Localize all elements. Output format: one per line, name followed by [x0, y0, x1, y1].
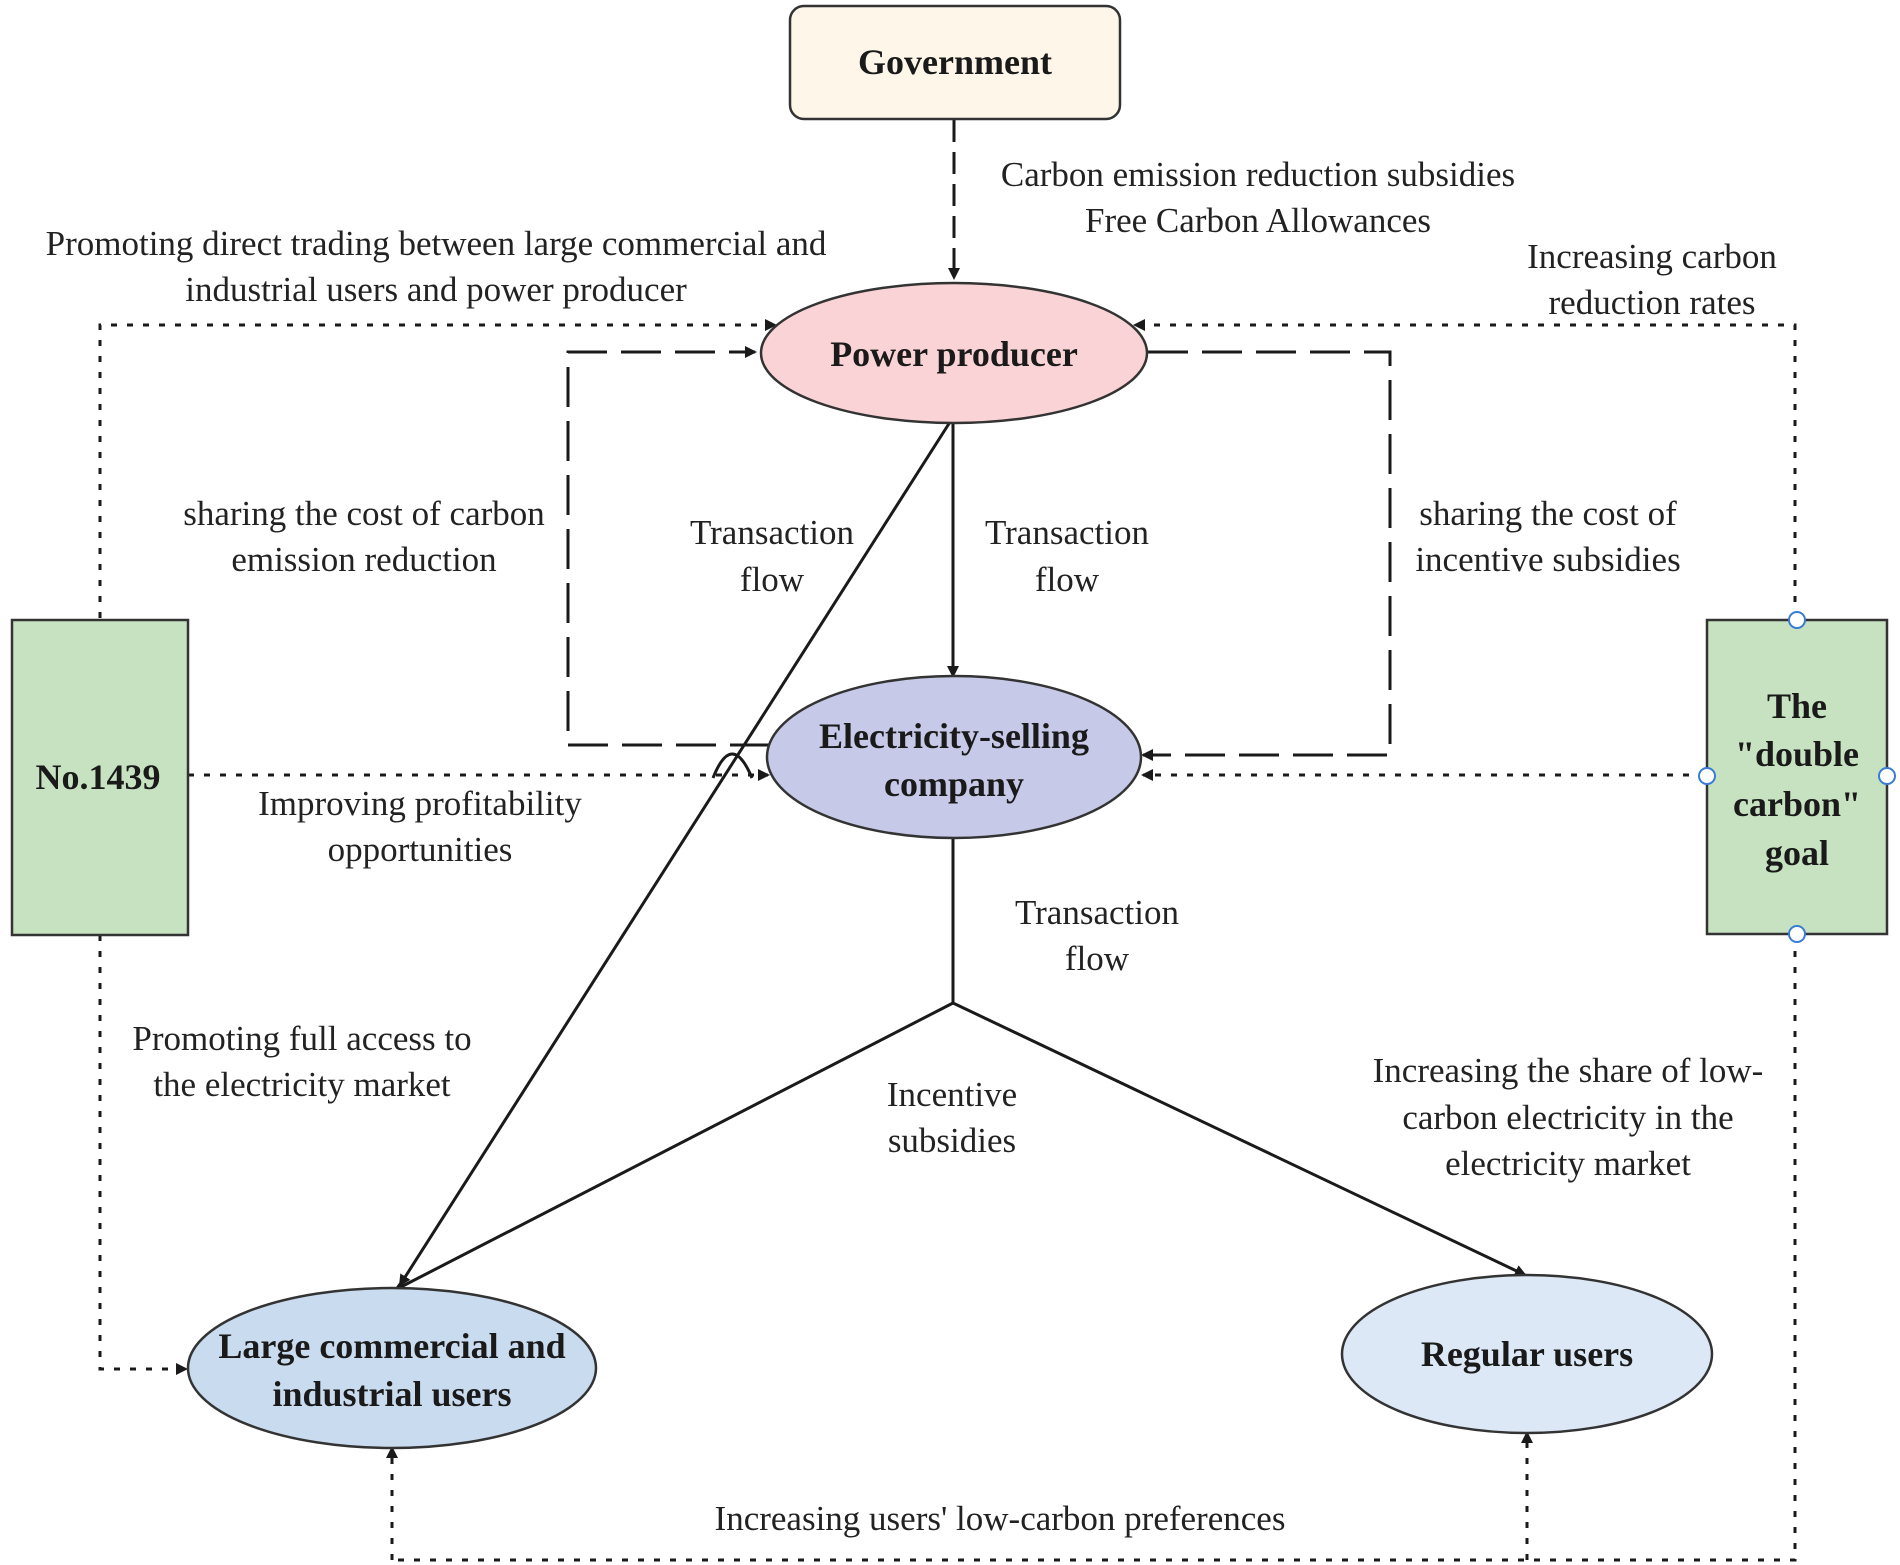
svg-text:Electricity-selling: Electricity-selling: [819, 716, 1089, 756]
profitability-line2: opportunities: [328, 830, 513, 869]
share-cost-reduction-line1: sharing the cost of carbon: [183, 494, 545, 533]
power-producer-node: Power producer: [759, 281, 1149, 425]
direct-trading-label: Promoting direct trading between large c…: [46, 224, 827, 309]
goal-handle-left: [1698, 767, 1716, 785]
no1439-box: [10, 618, 190, 937]
power-producer-ellipse: [759, 281, 1149, 425]
producer-to-large-users-arrow: [398, 421, 952, 1287]
transaction-left-line2: flow: [740, 560, 805, 599]
large-users-label-line2: industrial users: [272, 1374, 511, 1414]
incentive-label: Incentive subsidies: [887, 1075, 1017, 1160]
goal-handle-bottom: [1788, 925, 1806, 943]
direct-trading-line1: Promoting direct trading between large c…: [46, 224, 827, 263]
full-access-line2: the electricity market: [153, 1065, 451, 1104]
government-label: Government: [858, 42, 1052, 82]
transaction-center-label: Transaction flow: [985, 513, 1149, 599]
share-cost-reduction-line2: emission reduction: [231, 540, 496, 579]
double-carbon-goal-node: The "double carbon" goal: [1698, 611, 1896, 943]
cost-sharing-left-loop: [566, 346, 770, 747]
carbon-rates-line1: Increasing carbon: [1527, 237, 1777, 276]
incentive-line2: subsidies: [888, 1121, 1016, 1160]
user-preferences-label: Increasing users' low-carbon preferences: [715, 1499, 1286, 1538]
svg-text:industrial users: industrial users: [272, 1374, 511, 1414]
svg-text:Large commercial and: Large commercial and: [218, 1326, 565, 1366]
goal-bottom-line: [392, 935, 1797, 1562]
regular-users-ellipse: [1340, 1273, 1714, 1435]
no1439-to-large-users-arrow: [98, 935, 188, 1375]
share-cost-subsidies-line1: sharing the cost of: [1419, 494, 1677, 533]
full-access-label: Promoting full access to the electricity…: [132, 1019, 471, 1104]
gov-policy-line1: Carbon emission reduction subsidies: [1001, 155, 1515, 194]
share-cost-reduction-label: sharing the cost of carbon emission redu…: [183, 494, 545, 579]
transaction-center-line2: flow: [1035, 560, 1100, 599]
goal-label-line1: The: [1767, 686, 1827, 726]
line-crossing-hop: [711, 752, 754, 779]
goal-label-line3: carbon": [1733, 784, 1861, 824]
gov-policy-line2: Free Carbon Allowances: [1085, 201, 1431, 240]
large-users-ellipse: [186, 1286, 598, 1450]
branch-to-large-users-arrow: [393, 1001, 954, 1292]
government-node: Government: [788, 4, 1122, 121]
low-carbon-share-line2: carbon electricity in the: [1402, 1098, 1733, 1137]
carbon-rates-label: Increasing carbon reduction rates: [1527, 237, 1777, 322]
svg-text:company: company: [884, 764, 1024, 804]
double-carbon-goal-box: [1705, 618, 1889, 936]
transaction-left-line1: Transaction: [690, 513, 854, 552]
government-box: [788, 4, 1122, 121]
branch-to-regular-users-arrow: [952, 1001, 1527, 1277]
regular-users-node: Regular users: [1340, 1273, 1714, 1435]
gov-policy-label: Carbon emission reduction subsidies Free…: [1001, 155, 1515, 240]
goal-label-line4: goal: [1765, 833, 1829, 873]
incentive-line1: Incentive: [887, 1075, 1017, 1114]
cost-sharing-right-loop: [1141, 350, 1392, 761]
no1439-label: No.1439: [36, 757, 161, 797]
profitability-label: Improving profitability opportunities: [258, 784, 582, 869]
transaction-center-line1: Transaction: [985, 513, 1149, 552]
selling-company-label-line2: company: [884, 764, 1024, 804]
svg-text:carbon": carbon": [1733, 784, 1861, 824]
selling-company-label-line1: Electricity-selling: [819, 716, 1089, 756]
goal-label-line2: "double: [1735, 734, 1859, 774]
goal-handle-right: [1878, 767, 1896, 785]
large-users-label-line1: Large commercial and: [218, 1326, 565, 1366]
no1439-to-producer-arrow: [98, 319, 777, 618]
share-cost-subsidies-line2: incentive subsidies: [1415, 540, 1680, 579]
transaction-lower-line2: flow: [1065, 939, 1130, 978]
no1439-node: No.1439: [10, 618, 190, 937]
goal-to-producer-arrow: [1133, 319, 1797, 618]
low-carbon-share-label: Increasing the share of low- carbon elec…: [1373, 1051, 1764, 1183]
large-users-node: Large commercial and industrial users: [186, 1286, 598, 1450]
goal-handle-top: [1788, 611, 1806, 629]
svg-text:goal: goal: [1765, 833, 1829, 873]
profitability-line1: Improving profitability: [258, 784, 582, 823]
regular-users-label: Regular users: [1421, 1334, 1633, 1374]
selling-company-node: Electricity-selling company: [765, 674, 1143, 840]
share-cost-subsidies-label: sharing the cost of incentive subsidies: [1415, 494, 1680, 579]
low-carbon-share-line1: Increasing the share of low-: [1373, 1051, 1764, 1090]
full-access-line1: Promoting full access to: [132, 1019, 471, 1058]
transaction-left-label: Transaction flow: [690, 513, 854, 599]
carbon-rates-line2: reduction rates: [1549, 283, 1756, 322]
power-producer-label: Power producer: [830, 334, 1078, 374]
direct-trading-line2: industrial users and power producer: [185, 270, 687, 309]
selling-company-ellipse: [765, 674, 1143, 840]
svg-text:"double: "double: [1735, 734, 1859, 774]
transaction-lower-line1: Transaction: [1015, 893, 1179, 932]
low-carbon-share-line3: electricity market: [1445, 1144, 1691, 1183]
svg-text:The: The: [1767, 686, 1827, 726]
transaction-lower-label: Transaction flow: [1015, 893, 1179, 978]
